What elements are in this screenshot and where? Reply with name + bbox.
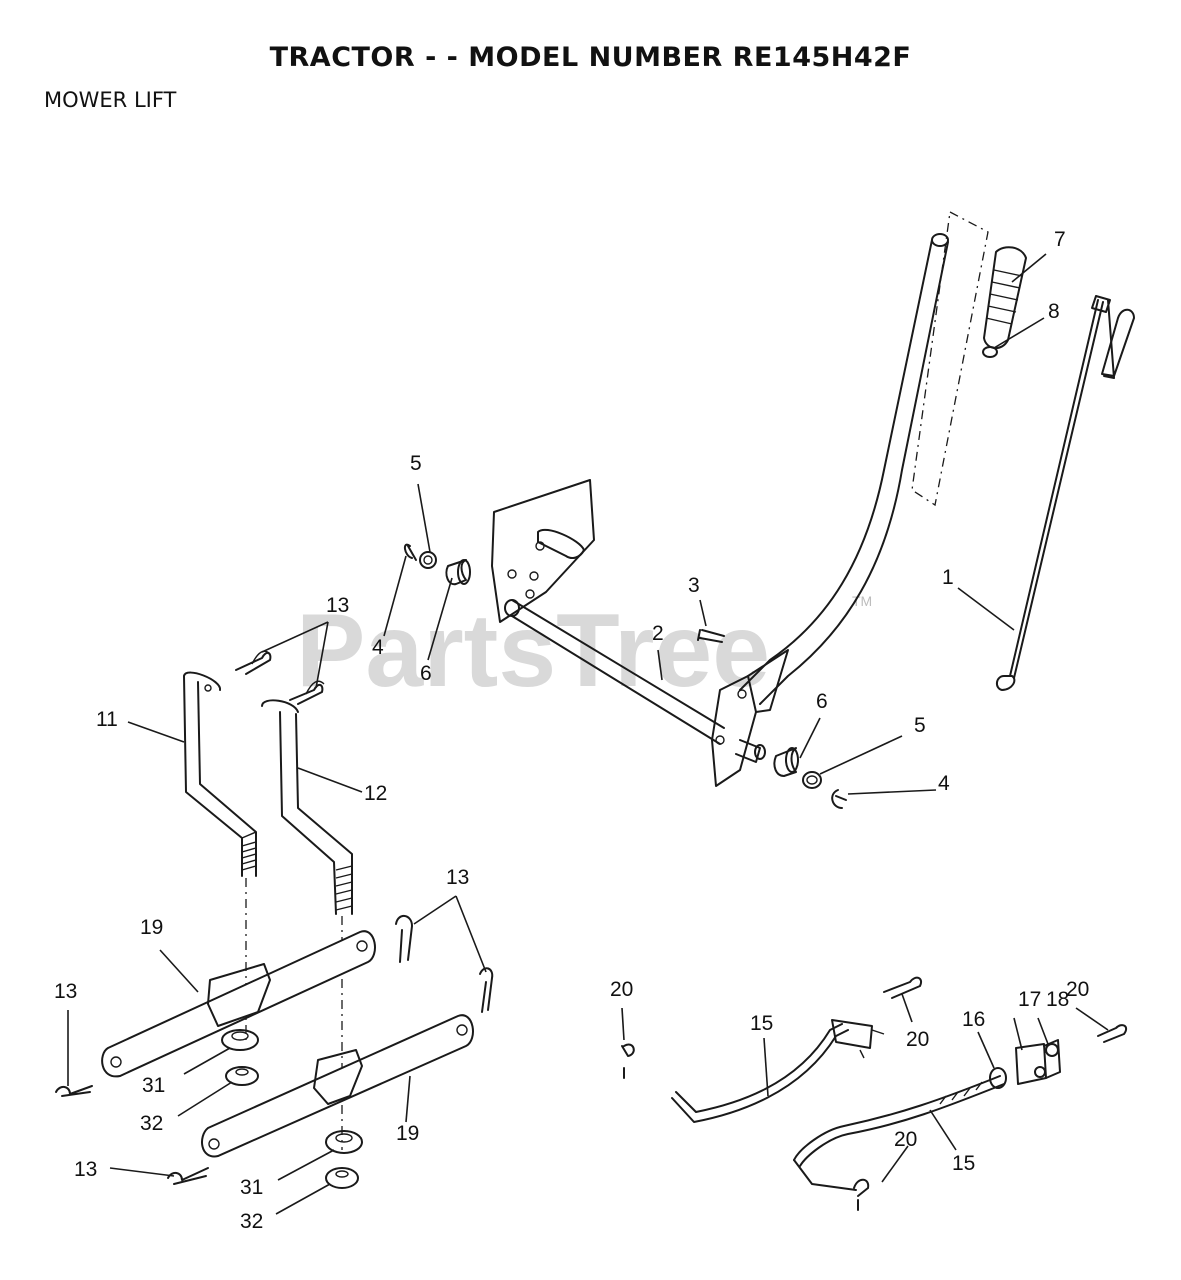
callout-13-right: 13 — [446, 866, 469, 889]
part-hardware-stack-left — [404, 543, 471, 586]
callout-13-left: 13 — [54, 980, 77, 1003]
callout-4-lower: 4 — [938, 772, 950, 795]
part-lift-link-12 — [261, 699, 353, 915]
callout-13-bottom: 13 — [74, 1158, 97, 1181]
part-lift-lever — [739, 233, 949, 705]
callout-19-upper: 19 — [140, 916, 163, 939]
callout-2: 2 — [652, 622, 664, 645]
part-hair-pins — [621, 976, 1128, 1211]
callout-19-lower: 19 — [396, 1122, 419, 1145]
callout-4-upper: 4 — [372, 636, 384, 659]
part-link-rod-upper — [671, 1019, 885, 1123]
part-clevis-pins-arms — [55, 915, 494, 1185]
part-lift-arm-lower — [201, 1014, 474, 1158]
part-bushings-left — [221, 1029, 259, 1086]
part-cross-shaft — [504, 599, 789, 787]
part-link-rod-lower — [793, 1075, 1005, 1191]
callout-6-upper: 6 — [420, 662, 432, 685]
callout-3: 3 — [688, 574, 700, 597]
part-bushings-right — [325, 1130, 363, 1189]
callout-11: 11 — [96, 708, 118, 731]
part-lift-arm-upper — [101, 930, 376, 1078]
callout-17: 17 — [1018, 988, 1041, 1011]
callout-16: 16 — [962, 1008, 985, 1031]
callout-15-lower: 15 — [952, 1152, 975, 1175]
part-lift-rod — [996, 295, 1135, 691]
callout-20-left: 20 — [610, 978, 633, 1001]
part-hardware-stack-right — [773, 747, 847, 809]
callout-32-right: 32 — [240, 1210, 263, 1233]
callout-32-left: 32 — [140, 1112, 163, 1135]
callout-1: 1 — [942, 566, 954, 589]
part-lift-link-11 — [183, 671, 257, 877]
leader-lines — [67, 253, 1109, 1215]
section-title: MOWER LIFT — [44, 88, 177, 112]
callout-20-center: 20 — [906, 1028, 929, 1051]
callout-6-lower: 6 — [816, 690, 828, 713]
callout-8: 8 — [1048, 300, 1060, 323]
part-mounting-plate — [491, 479, 595, 623]
callout-5-upper: 5 — [410, 452, 422, 475]
callout-15-upper: 15 — [750, 1012, 773, 1035]
callout-20-right: 20 — [1066, 978, 1089, 1001]
page-title: TRACTOR - - MODEL NUMBER RE145H42F — [269, 42, 912, 73]
callout-31-right: 31 — [240, 1176, 263, 1199]
callout-13-upper: 13 — [326, 594, 349, 617]
callout-7: 7 — [1054, 228, 1066, 251]
part-pin-3 — [697, 629, 725, 643]
callout-12: 12 — [364, 782, 387, 805]
part-clevis-pins-upper — [235, 650, 325, 705]
watermark-text: PartsTree — [296, 593, 770, 709]
callout-18: 18 — [1046, 988, 1069, 1011]
callout-5-lower: 5 — [914, 714, 926, 737]
callout-31-left: 31 — [142, 1074, 165, 1097]
callout-labels: 7 8 1 2 3 5 4 6 6 5 4 13 11 12 13 19 13 … — [54, 228, 1089, 1233]
callout-20-bottom: 20 — [894, 1128, 917, 1151]
part-swivel-assembly — [989, 1039, 1061, 1089]
